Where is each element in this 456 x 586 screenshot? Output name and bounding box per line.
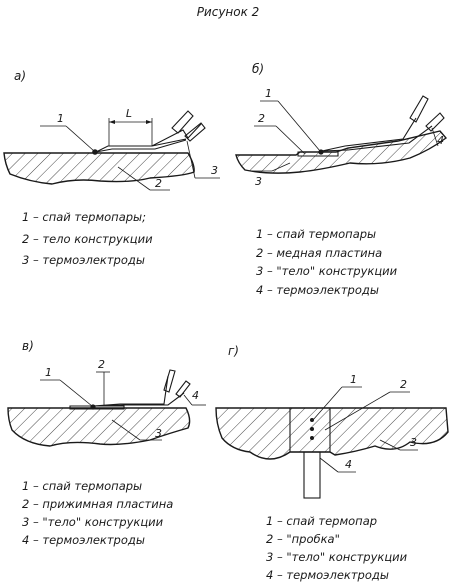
panel-b-leader-1b bbox=[277, 100, 321, 152]
panel-g-leader-2 bbox=[324, 391, 391, 431]
panel-g-callout-1: 1 bbox=[350, 373, 357, 386]
panel-a-callout-1: 1 bbox=[57, 112, 64, 125]
panel-a-wire-insulation-1 bbox=[171, 110, 194, 134]
panel-b-leader-3b bbox=[271, 162, 291, 172]
panel-g-leader-1 bbox=[312, 386, 343, 421]
panel-v-legend-1: 1 – спай термопары bbox=[22, 479, 142, 493]
panel-v-callout-2: 2 bbox=[98, 358, 105, 371]
panel-b-leader-4 bbox=[431, 127, 439, 147]
panel-v-leader-3 bbox=[111, 419, 141, 441]
panel-g: г) 1 2 3 4 1 – спай термопар 2 – "пробка… bbox=[215, 344, 449, 582]
panel-b-legend-2: 2 – медная пластина bbox=[256, 246, 382, 260]
panel-g-leader-4 bbox=[319, 457, 339, 473]
panel-v-callout-1: 1 bbox=[45, 366, 52, 379]
panel-g-junction-dot-1 bbox=[310, 418, 314, 422]
panel-g-structure-body bbox=[215, 407, 449, 460]
panel-g-junction-dot-3 bbox=[310, 436, 314, 440]
panel-b-wire-insulation-2 bbox=[425, 112, 445, 132]
panel-v-legend-3: 3 – "тело" конструкции bbox=[22, 515, 164, 529]
panel-v: в) 1 2 3 4 1 – спай термопары 2 – прижим… bbox=[7, 339, 206, 547]
panel-a-label: а) bbox=[14, 69, 26, 83]
panel-b-callout-3: 3 bbox=[255, 175, 262, 188]
panel-b-structure-body bbox=[235, 130, 448, 174]
panel-g-thermoelectrode bbox=[303, 451, 321, 499]
panel-b: б) 1 2 3 4 1 – спай термопары 2 – медная… bbox=[235, 62, 448, 297]
panel-g-legend-3: 3 – "тело" конструкции bbox=[266, 550, 408, 564]
panel-g-legend-4: 4 – термоэлектроды bbox=[266, 568, 389, 582]
panel-v-leader-4 bbox=[183, 394, 193, 406]
panel-b-legend-1: 1 – спай термопары bbox=[256, 227, 376, 241]
panel-b-legend-4: 4 – термоэлектроды bbox=[256, 283, 379, 297]
panel-a-thermoelectrode bbox=[95, 123, 202, 153]
panel-v-label: в) bbox=[22, 339, 34, 353]
panel-b-copper-plate bbox=[297, 151, 339, 157]
panel-a-leader-1b bbox=[65, 125, 95, 152]
panel-g-callout-3: 3 bbox=[410, 436, 417, 449]
panel-a-wire-insulation-2 bbox=[184, 122, 206, 142]
panel-g-callout-2: 2 bbox=[400, 378, 407, 391]
panel-b-callout-4: 4 bbox=[437, 134, 444, 147]
panel-a-callout-2: 2 bbox=[155, 177, 162, 190]
panel-g-label: г) bbox=[228, 344, 239, 358]
panel-a-leader-2 bbox=[117, 166, 151, 191]
panel-g-junction-dot-2 bbox=[310, 427, 314, 431]
panel-b-label: б) bbox=[252, 62, 264, 76]
panel-v-callout-4: 4 bbox=[192, 389, 199, 402]
panel-b-legend-3: 3 – "тело" конструкции bbox=[256, 264, 398, 278]
panel-g-legend-2: 2 – "пробка" bbox=[266, 532, 340, 546]
panel-a-legend-3: 3 – термоэлектроды bbox=[22, 253, 145, 267]
panel-a-callout-3: 3 bbox=[211, 164, 218, 177]
panel-b-thermoelectrode bbox=[321, 117, 433, 152]
panel-g-legend-1: 1 – спай термопар bbox=[266, 514, 377, 528]
figure-title: Рисунок 2 bbox=[197, 5, 260, 19]
panel-b-wire-insulation-1 bbox=[409, 95, 429, 123]
panel-v-legend-2: 2 – прижимная пластина bbox=[22, 497, 173, 511]
panel-g-callout-4: 4 bbox=[345, 458, 352, 471]
panel-a: а) L 1 2 3 1 – спай термопары; 2 – тело … bbox=[3, 69, 220, 267]
panel-v-structure-body bbox=[7, 407, 191, 447]
panel-a-dimension-label: L bbox=[126, 107, 132, 120]
panel-a-leader-3 bbox=[186, 140, 196, 179]
panel-a-legend-2: 2 – тело конструкции bbox=[22, 232, 153, 246]
panel-v-wire-insulation-2 bbox=[175, 380, 191, 398]
panel-v-callout-3: 3 bbox=[155, 427, 162, 440]
panel-a-structure-body bbox=[3, 152, 195, 185]
panel-b-callout-2: 2 bbox=[258, 112, 265, 125]
panel-v-thermoelectrode bbox=[92, 375, 185, 407]
panel-b-leader-2b bbox=[275, 125, 306, 155]
panel-v-legend-4: 4 – термоэлектроды bbox=[22, 533, 145, 547]
panel-v-leader-1b bbox=[59, 379, 93, 407]
panel-b-callout-1: 1 bbox=[265, 87, 272, 100]
panel-v-wire-insulation-1 bbox=[163, 369, 176, 393]
panel-a-legend-1: 1 – спай термопары; bbox=[22, 210, 146, 224]
panel-g-leader-3 bbox=[379, 439, 401, 451]
